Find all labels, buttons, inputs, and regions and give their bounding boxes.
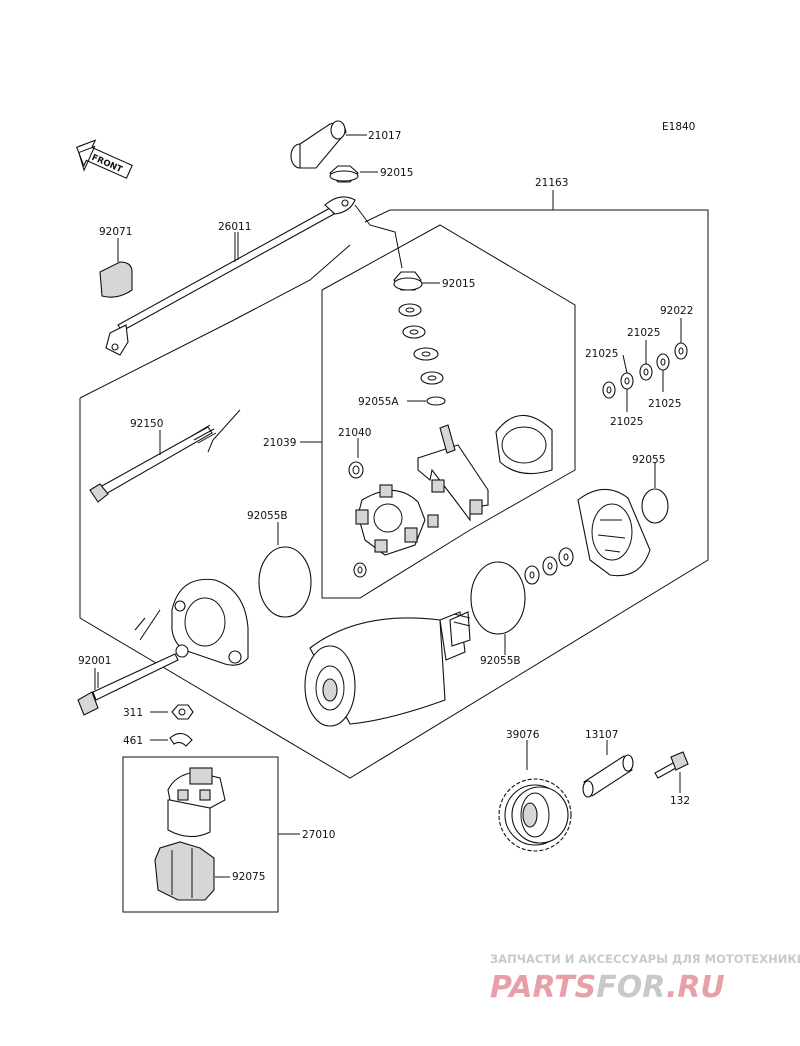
part-labels: 21017 92015 21163 92071 26011 92015 9202… — [78, 130, 693, 883]
label-92022: 92022 — [660, 305, 693, 317]
watermark-tagline: ЗАПЧАСТИ И АКСЕССУАРЫ ДЛЯ МОТОТЕХНИКИ — [490, 952, 800, 966]
watermark-ru: .RU — [666, 970, 725, 1005]
label-26011: 26011 — [218, 221, 251, 233]
magnet-ring — [495, 415, 553, 475]
label-92015-mid: 92015 — [442, 278, 475, 290]
part-92055-o-ring — [641, 462, 669, 524]
watermark-for: FOR — [596, 970, 666, 1005]
part-21025-washers — [602, 318, 688, 412]
label-21025-a: 21025 — [627, 327, 660, 339]
label-27010: 27010 — [302, 829, 335, 841]
front-arrow-icon: FRONT — [76, 139, 133, 179]
label-132: 132 — [670, 795, 690, 807]
part-26011-cable — [105, 196, 403, 356]
label-39076: 39076 — [506, 729, 540, 741]
label-13107: 13107 — [585, 729, 618, 741]
leader-lines — [97, 232, 239, 688]
motor-body — [304, 611, 471, 727]
brush-bracket — [417, 424, 489, 522]
watermark-parts: PARTS — [490, 970, 596, 1005]
label-21025-b: 21025 — [585, 348, 618, 360]
label-92055A: 92055A — [358, 396, 399, 408]
cover-washers — [524, 547, 574, 585]
part-21040-brush-plate — [348, 438, 439, 578]
label-311: 311 — [123, 707, 143, 719]
label-21025-c: 21025 — [648, 398, 681, 410]
part-27010-solenoid — [167, 767, 226, 838]
end-cover — [577, 488, 651, 577]
diagram-code: E1840 — [662, 121, 695, 133]
part-92055B-o-ring-left — [258, 522, 312, 618]
label-21040: 21040 — [338, 427, 371, 439]
label-92071: 92071 — [99, 226, 132, 238]
part-92001-bolt — [77, 653, 179, 716]
washer-stack — [398, 303, 446, 406]
label-21025-d: 21025 — [610, 416, 643, 428]
label-92015-top: 92015 — [380, 167, 413, 179]
label-92075: 92075 — [232, 871, 265, 883]
label-21017: 21017 — [368, 130, 401, 142]
watermark: ЗАПЧАСТИ И АКСЕССУАРЫ ДЛЯ МОТОТЕХНИКИ PA… — [490, 952, 800, 1005]
label-92055B-right: 92055B — [480, 655, 521, 667]
part-311-nut — [150, 704, 194, 720]
label-92001: 92001 — [78, 655, 111, 667]
part-132-bolt — [654, 751, 689, 793]
label-92055: 92055 — [632, 454, 665, 466]
label-21163: 21163 — [535, 177, 568, 189]
part-92015-top — [329, 165, 378, 183]
part-92075-cover — [154, 841, 215, 901]
part-39076-gear — [498, 740, 572, 852]
front-housing — [134, 578, 249, 666]
part-92150-bolt — [89, 424, 217, 503]
watermark-logo-parts: PARTSFOR.RU — [490, 970, 725, 1005]
part-461-washer — [150, 732, 193, 747]
assembly-outline-21163 — [79, 190, 709, 779]
part-92055B-o-ring-right — [470, 561, 526, 655]
label-21039: 21039 — [263, 437, 296, 449]
part-13107-shaft — [582, 740, 634, 798]
part-92071 — [99, 238, 133, 298]
label-461: 461 — [123, 735, 143, 747]
part-21017 — [290, 120, 367, 169]
label-92150: 92150 — [130, 418, 163, 430]
part-92015-mid — [393, 271, 440, 291]
label-92055B-left: 92055B — [247, 510, 288, 522]
